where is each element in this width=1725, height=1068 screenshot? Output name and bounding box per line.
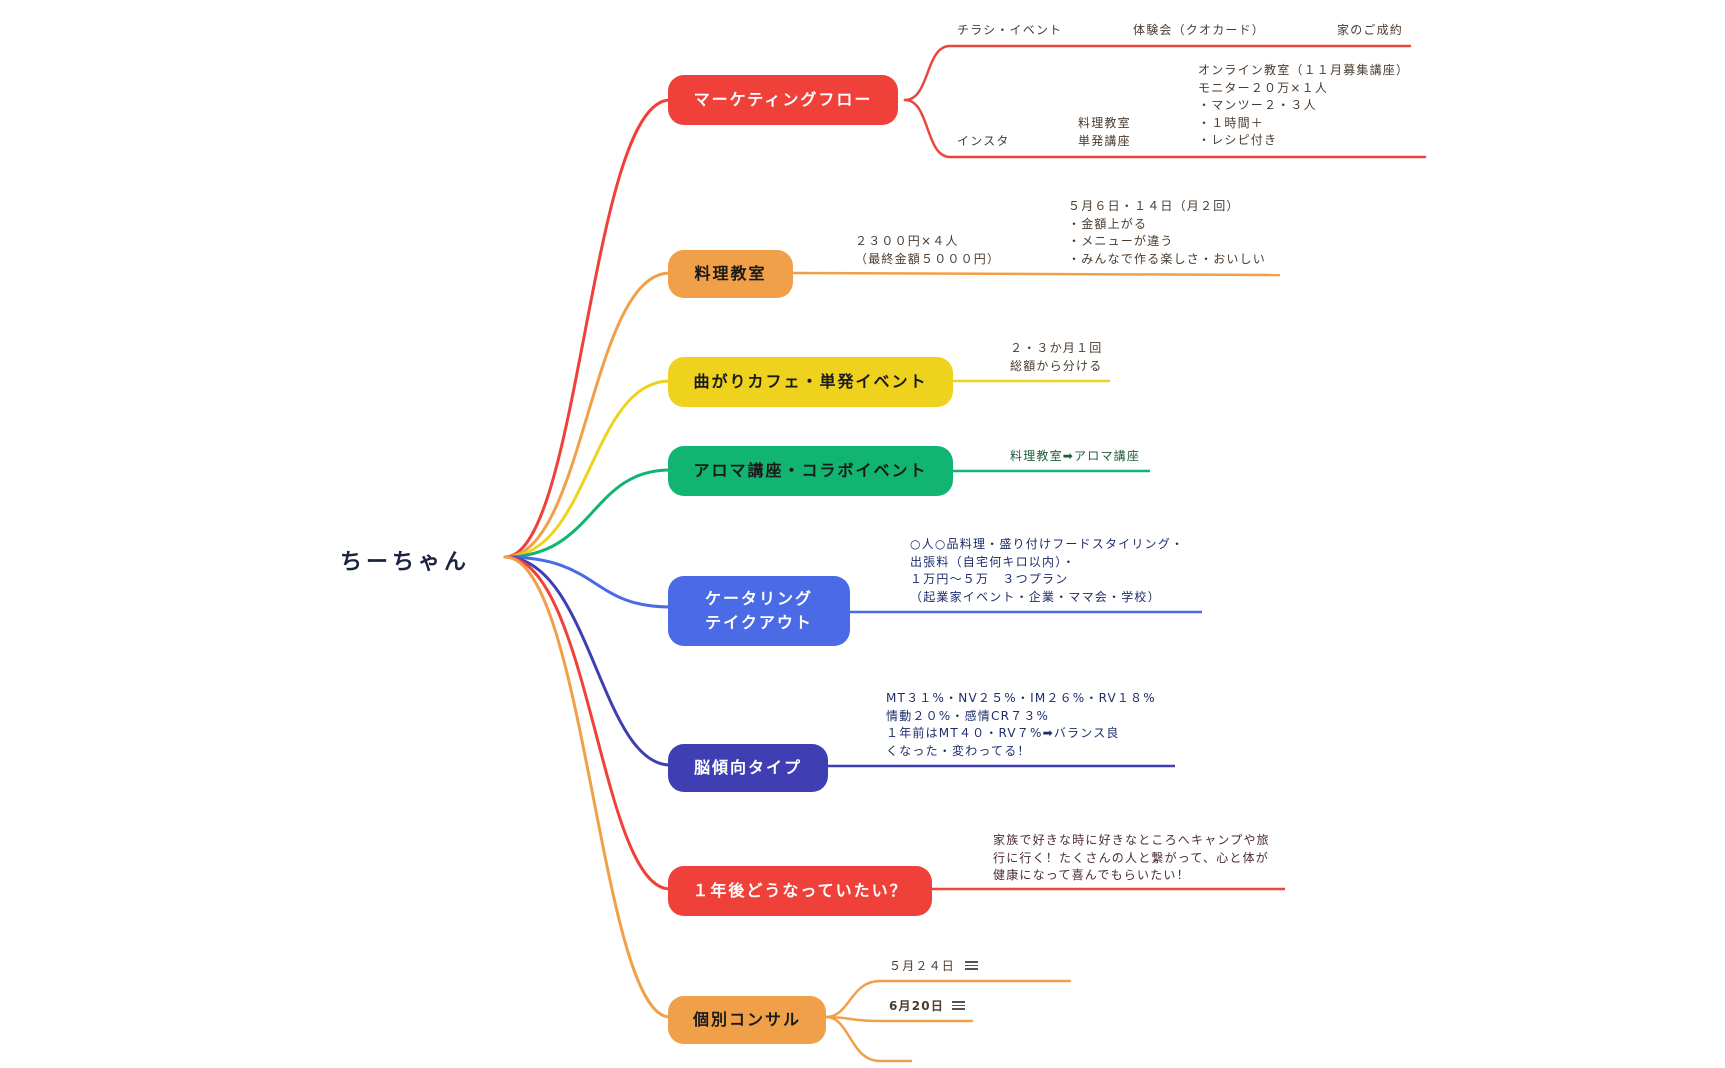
node-marketing[interactable]: マーケティングフロー [668,75,898,125]
connector-cooking [503,271,672,559]
line-cooking [792,271,1281,277]
connector-catering [503,555,672,609]
note-aroma-flow: 料理教室➡アロマ講座 [1010,449,1141,463]
connector-cafe [503,379,672,559]
notes-icon[interactable] [965,959,978,972]
note-trial: 体験会（クオカード） [1133,23,1266,37]
node-future[interactable]: １年後どうなっていたい？ [668,866,932,916]
node-cooking[interactable]: 料理教室 [668,250,793,298]
note-contract: 家のご成約 [1337,23,1404,37]
connector-aroma [503,468,672,559]
line-marketing-bottom [903,98,1427,159]
note-cooking-single: 料理教室 単発講座 [1078,116,1131,148]
note-cafe-freq: ２・３か月１回 総額から分ける [1010,341,1103,373]
note-online: オンライン教室（１１月募集講座） モニター２０万×１人 ・マンツー２・３人 ・１… [1198,63,1410,147]
connector-brain [503,555,672,767]
line-consult-2 [824,1015,974,1023]
note-catering-detail: ○人○品料理・盛り付けフードスタイリング・ 出張料（自宅何キロ以内）・ １万円〜… [910,537,1185,604]
connector-marketing [503,98,672,559]
note-consult-date1: ５月２４日 [889,959,956,973]
line-consult-1 [824,979,1072,1019]
note-future-detail: 家族で好きな時に好きなところへキャンプや旅 行に行く！たくさんの人と繋がって、心… [993,833,1270,882]
connector-consult [503,555,672,1019]
note-brain-detail: MT３１%・NV２５%・IM２６%・RV１８% 情動２０%・感情CR７３% １年… [886,691,1156,758]
connector-future [503,555,672,891]
node-consult[interactable]: 個別コンサル [668,996,826,1044]
node-brain[interactable]: 脳傾向タイプ [668,744,828,792]
node-aroma[interactable]: アロマ講座・コラボイベント [668,446,953,496]
note-cooking-dates: ５月６日・１４日（月２回） ・金額上がる ・メニューが違う ・みんなで作る楽しさ… [1068,199,1267,266]
note-flyer: チラシ・イベント [957,23,1063,37]
node-catering[interactable]: ケータリング テイクアウト [668,576,850,646]
root-node[interactable]: ちーちゃん [340,550,471,575]
node-cafe[interactable]: 曲がりカフェ・単発イベント [668,357,953,407]
note-cooking-price: ２３００円×４人 （最終金額５０００円） [855,234,1001,266]
line-consult-3 [824,1015,913,1063]
note-insta: インスタ [957,134,1010,148]
note-consult-date2: 6月20日 [889,999,945,1013]
notes-icon[interactable] [952,999,965,1012]
line-marketing-top [903,44,1412,102]
